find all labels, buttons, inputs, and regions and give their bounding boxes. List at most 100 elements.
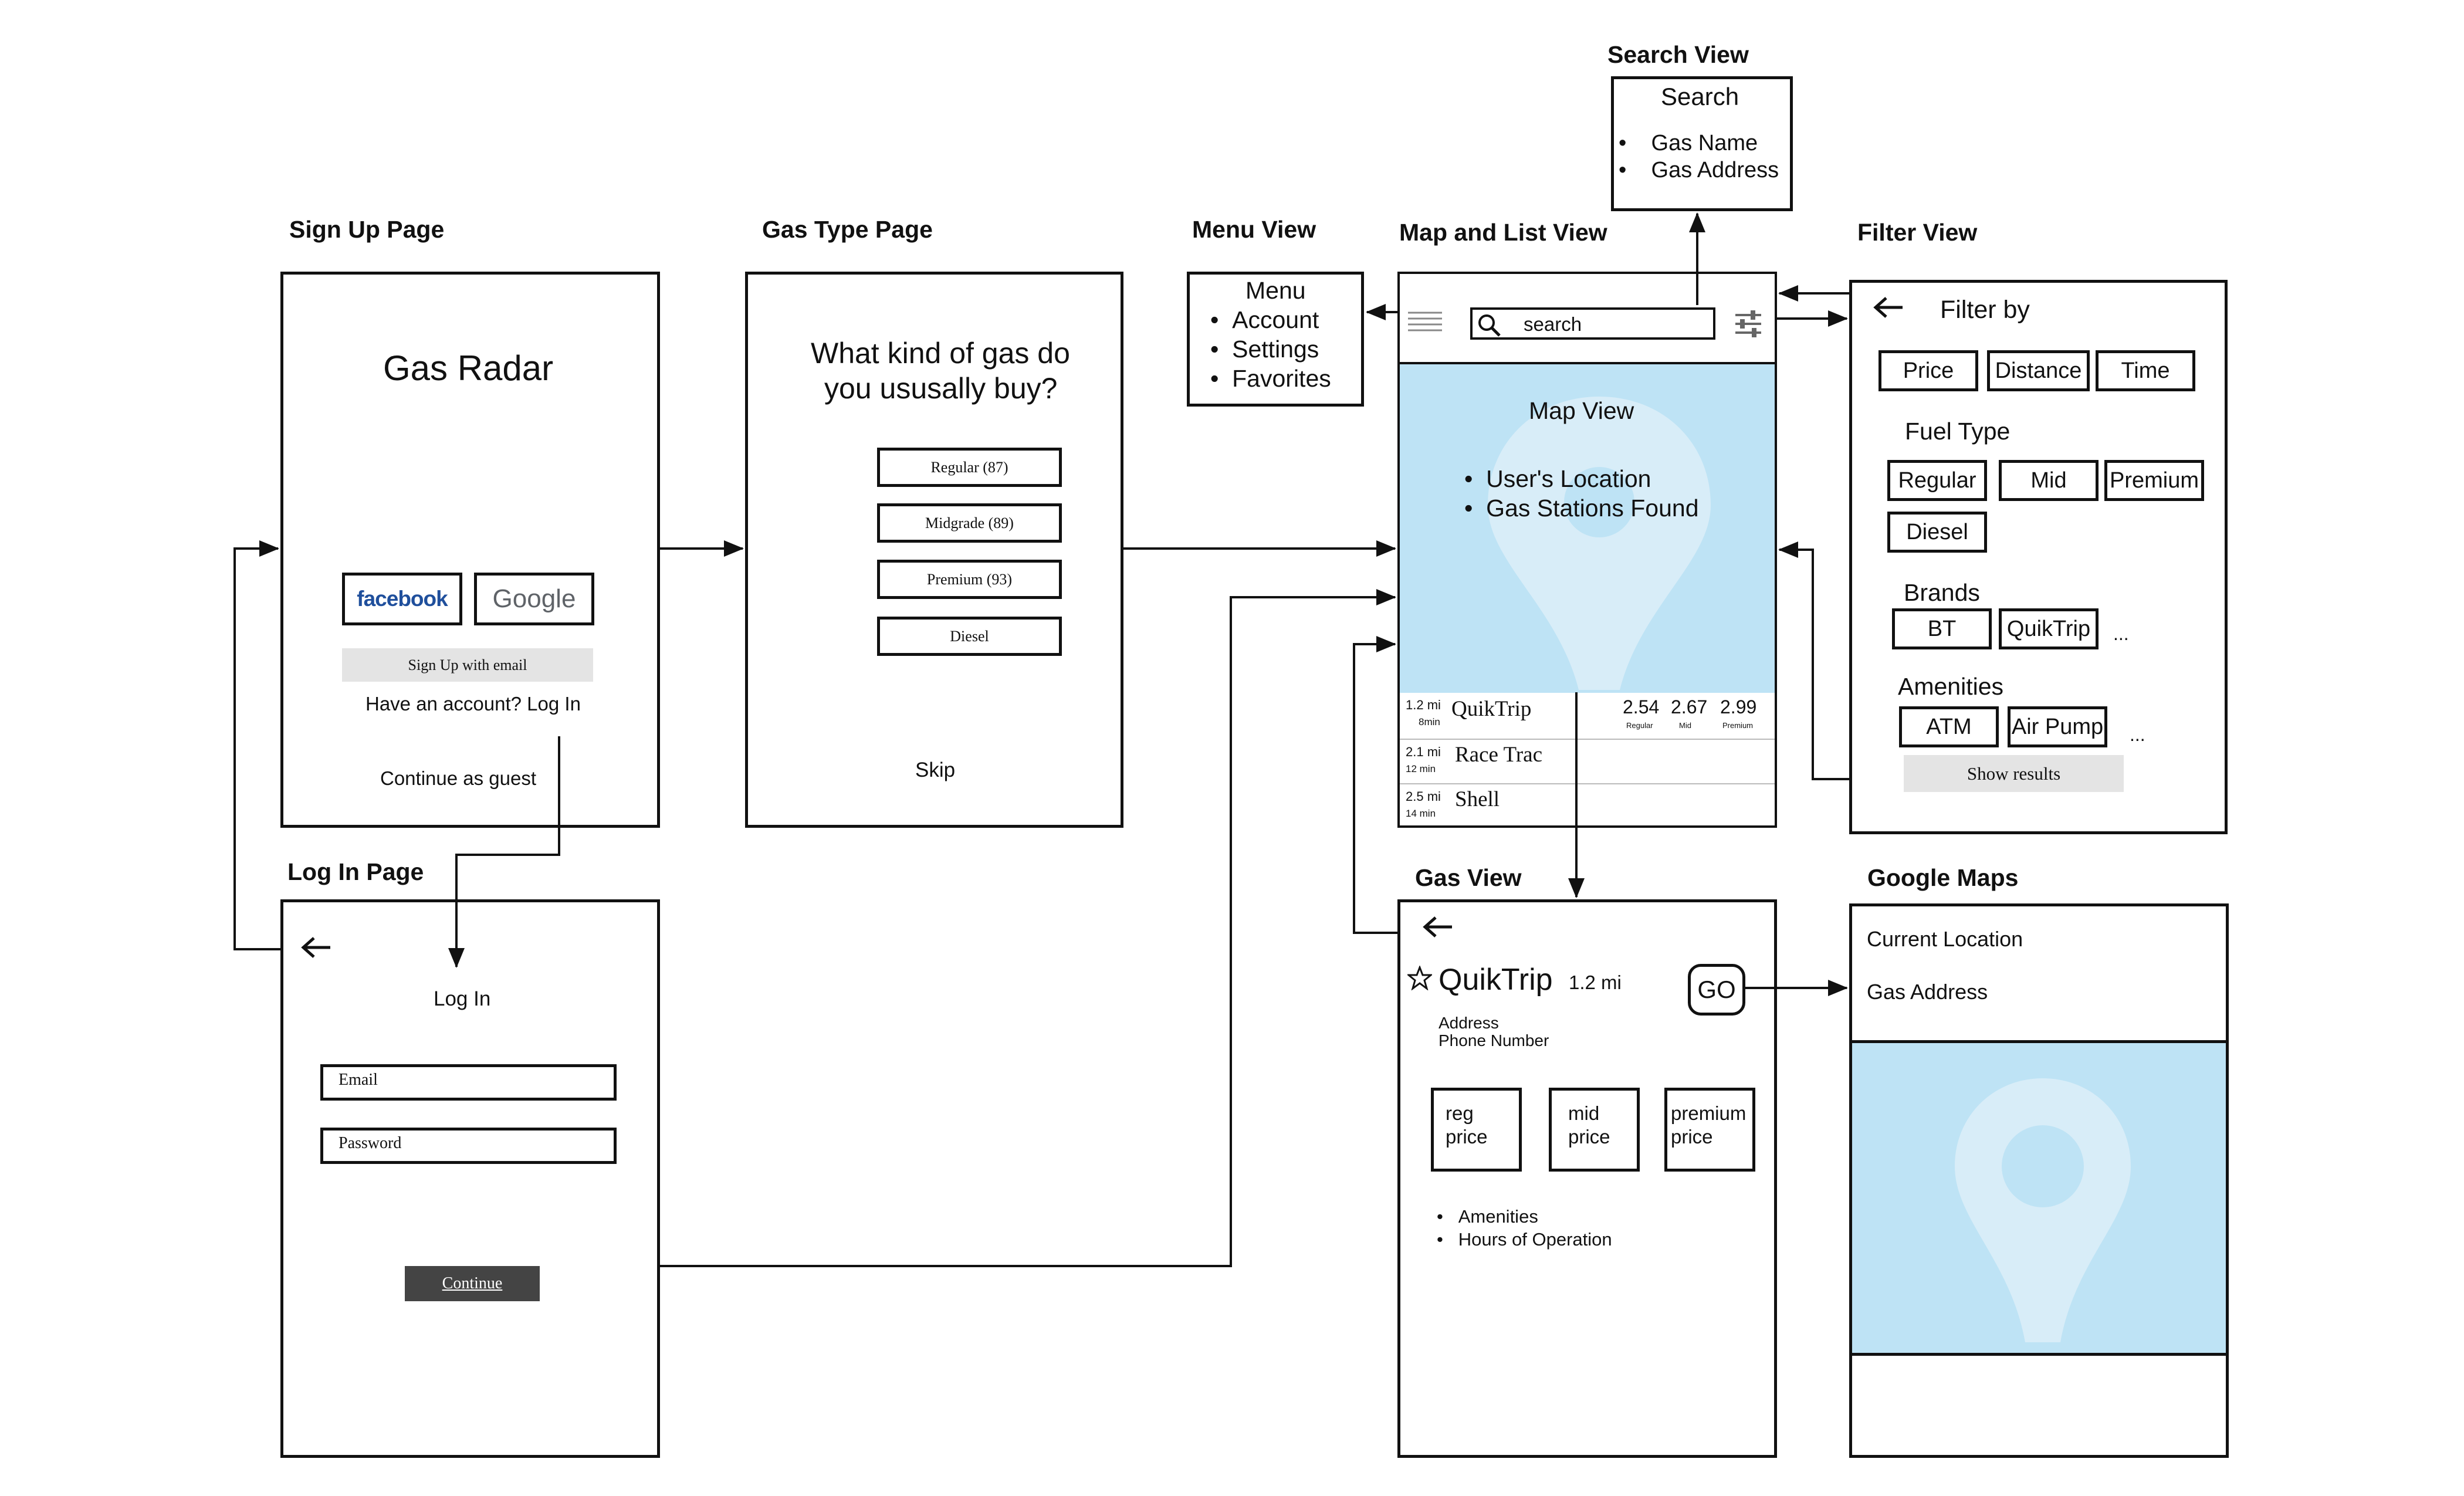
detail-amenities: • Amenities — [1437, 1206, 1538, 1227]
search-heading: Search — [1661, 83, 1739, 110]
map-pin-icon — [1488, 397, 1711, 690]
current-location-label: Current Location — [1867, 927, 2023, 951]
log-in-page-title: Log In Page — [287, 858, 424, 885]
filter-sliders-icon[interactable] — [1734, 309, 1762, 341]
login-link[interactable]: Have an account? Log In — [365, 693, 581, 715]
station-distance: 2.5 mi — [1406, 789, 1441, 804]
sign-up-email-button[interactable]: Sign Up with email — [342, 648, 593, 682]
price-mid: 2.67 — [1671, 696, 1708, 717]
sign-up-frame: Gas Radar facebook Google Sign Up with e… — [280, 272, 660, 828]
brand-quiktrip-button[interactable]: QuikTrip — [1999, 608, 2099, 649]
filter-view-frame: Filter by Price Distance Time Fuel Type … — [1849, 280, 2228, 834]
station-name: QuikTrip — [1451, 697, 1532, 721]
price-regular-label: Regular — [1626, 721, 1653, 730]
fuel-type-heading: Fuel Type — [1905, 418, 2011, 445]
gas-station-phone: Phone Number — [1439, 1031, 1549, 1050]
search-placeholder: search — [1524, 313, 1582, 335]
station-distance: 2.1 mi — [1406, 744, 1441, 759]
google-maps-frame: Current Location Gas Address — [1849, 903, 2229, 1458]
gas-view-title: Gas View — [1415, 864, 1522, 891]
fuel-regular-button[interactable]: Regular — [1887, 460, 1987, 501]
list-item[interactable]: 1.2 mi 8min QuikTrip 2.54 Regular 2.67 M… — [1400, 693, 1775, 740]
gas-type-page-title: Gas Type Page — [762, 216, 933, 243]
menu-view-title: Menu View — [1192, 216, 1316, 243]
email-placeholder: Email — [339, 1071, 378, 1089]
gas-station-name: QuikTrip — [1439, 963, 1553, 997]
continue-button[interactable]: Continue — [405, 1266, 540, 1301]
top-bar: search — [1400, 274, 1775, 364]
map-pin-icon — [1955, 1078, 2131, 1342]
filter-heading: Filter by — [1940, 296, 2030, 324]
brands-more: ... — [2113, 623, 2129, 644]
gas-question-line2: you ususally buy? — [824, 372, 1058, 405]
menu-heading: Menu — [1245, 277, 1306, 304]
detail-hours: • Hours of Operation — [1437, 1229, 1612, 1250]
show-results-button[interactable]: Show results — [1904, 755, 2124, 792]
email-field[interactable]: Email — [320, 1064, 617, 1101]
list-item[interactable]: 2.5 mi 14 min Shell — [1400, 784, 1775, 825]
reg-price-box: reg price — [1431, 1088, 1522, 1172]
premium-price-box: premium price — [1664, 1088, 1755, 1172]
map-item-users-location: • User's Location — [1464, 465, 1651, 492]
fuel-mid-button[interactable]: Mid — [1999, 460, 2099, 501]
google-map-view[interactable] — [1852, 1040, 2226, 1356]
search-item-gas-name: • Gas Name — [1619, 131, 1758, 155]
back-arrow-icon[interactable] — [1423, 915, 1453, 942]
password-placeholder: Password — [339, 1134, 402, 1152]
go-button[interactable]: GO — [1688, 964, 1745, 1016]
amenity-air-pump-button[interactable]: Air Pump — [2008, 706, 2107, 747]
sort-time-button[interactable]: Time — [2096, 350, 2195, 391]
gas-option-regular[interactable]: Regular (87) — [877, 448, 1062, 487]
menu-item-favorites[interactable]: • Favorites — [1210, 365, 1331, 392]
google-logo: Google — [492, 584, 576, 613]
connector-login-back-to-signup — [233, 540, 280, 950]
price-premium: 2.99 — [1720, 696, 1757, 717]
search-input[interactable]: search — [1470, 307, 1715, 340]
station-list: 1.2 mi 8min QuikTrip 2.54 Regular 2.67 M… — [1400, 693, 1775, 825]
log-in-heading: Log In — [434, 987, 491, 1010]
filter-view-title: Filter View — [1857, 219, 1978, 246]
search-icon — [1476, 312, 1502, 341]
sort-distance-button[interactable]: Distance — [1987, 350, 2090, 391]
amenity-atm-button[interactable]: ATM — [1899, 706, 1999, 747]
fuel-premium-button[interactable]: Premium — [2104, 460, 2204, 501]
google-login-button[interactable]: Google — [474, 573, 594, 625]
gas-option-premium[interactable]: Premium (93) — [877, 560, 1062, 599]
sort-price-button[interactable]: Price — [1879, 350, 1978, 391]
back-arrow-icon[interactable] — [301, 936, 331, 962]
sign-up-page-title: Sign Up Page — [289, 216, 445, 243]
menu-view-frame: Menu • Account • Settings • Favorites — [1187, 272, 1364, 407]
gas-station-distance: 1.2 mi — [1569, 972, 1622, 993]
brand-bt-button[interactable]: BT — [1892, 608, 1992, 649]
guest-link[interactable]: Continue as guest — [380, 767, 537, 789]
station-name: Race Trac — [1455, 743, 1542, 767]
gas-question-line1: What kind of gas do — [811, 337, 1070, 370]
map-view-label: Map View — [1529, 397, 1634, 424]
connector-gasview-back-to-map — [1353, 636, 1397, 934]
app-name: Gas Radar — [383, 348, 554, 388]
mid-price-box: mid price — [1549, 1088, 1640, 1172]
menu-item-settings[interactable]: • Settings — [1210, 336, 1319, 363]
fuel-diesel-button[interactable]: Diesel — [1887, 512, 1987, 553]
menu-item-account[interactable]: • Account — [1210, 306, 1319, 333]
star-icon[interactable] — [1406, 964, 1434, 993]
price-mid-label: Mid — [1679, 721, 1691, 730]
log-in-frame: Log In Email Password Continue — [280, 899, 660, 1458]
amenities-heading: Amenities — [1898, 673, 2004, 700]
search-view-title: Search View — [1607, 41, 1749, 68]
gas-type-frame: What kind of gas do you ususally buy? Re… — [745, 272, 1123, 828]
gas-option-midgrade[interactable]: Midgrade (89) — [877, 503, 1062, 543]
menu-icon[interactable] — [1408, 310, 1442, 331]
station-time: 8min — [1419, 716, 1440, 727]
brands-heading: Brands — [1904, 579, 1980, 606]
facebook-login-button[interactable]: facebook — [342, 573, 462, 625]
skip-link[interactable]: Skip — [915, 759, 956, 781]
map-view[interactable]: Map View • User's Location • Gas Station… — [1400, 364, 1775, 693]
map-list-frame: search Map View • User's Location • Gas … — [1397, 272, 1777, 828]
back-arrow-icon[interactable] — [1873, 296, 1904, 322]
map-list-view-title: Map and List View — [1399, 219, 1607, 246]
station-distance: 1.2 mi — [1406, 698, 1441, 712]
list-item[interactable]: 2.1 mi 12 min Race Trac — [1400, 739, 1775, 784]
password-field[interactable]: Password — [320, 1128, 617, 1164]
gas-option-diesel[interactable]: Diesel — [877, 617, 1062, 656]
